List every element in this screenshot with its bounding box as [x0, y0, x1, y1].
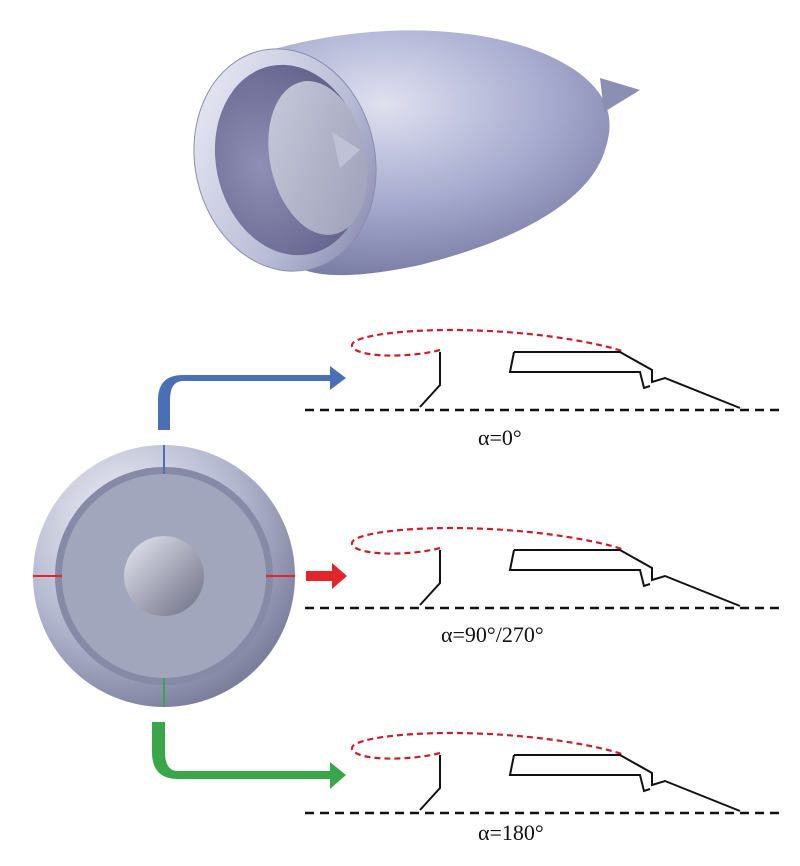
- inlet-lip-dashed: [350, 328, 626, 357]
- top-arrow: [158, 366, 346, 430]
- nacelle-front-view: [33, 445, 295, 707]
- side-arrow: [306, 563, 347, 589]
- inner-duct-line: [419, 352, 441, 408]
- exhaust-cone-icon: [600, 78, 640, 112]
- label-alpha-180: α=180°: [478, 820, 544, 845]
- profile-alpha-90: [303, 526, 787, 610]
- profile-alpha-180: [303, 731, 787, 815]
- spinner-cone-icon: [332, 132, 360, 168]
- nacelle-profile-line: [514, 351, 741, 409]
- label-alpha-0: α=0°: [478, 425, 522, 450]
- fan-face: [268, 81, 368, 235]
- bottom-arrow: [152, 722, 346, 789]
- spinner-cone-front-icon: [124, 536, 204, 616]
- nacelle-profile-lower: [508, 351, 651, 390]
- profile-alpha-0: [305, 328, 785, 412]
- label-alpha-90-270: α=90°/270°: [441, 622, 544, 647]
- nacelle-3d-view: [193, 30, 640, 276]
